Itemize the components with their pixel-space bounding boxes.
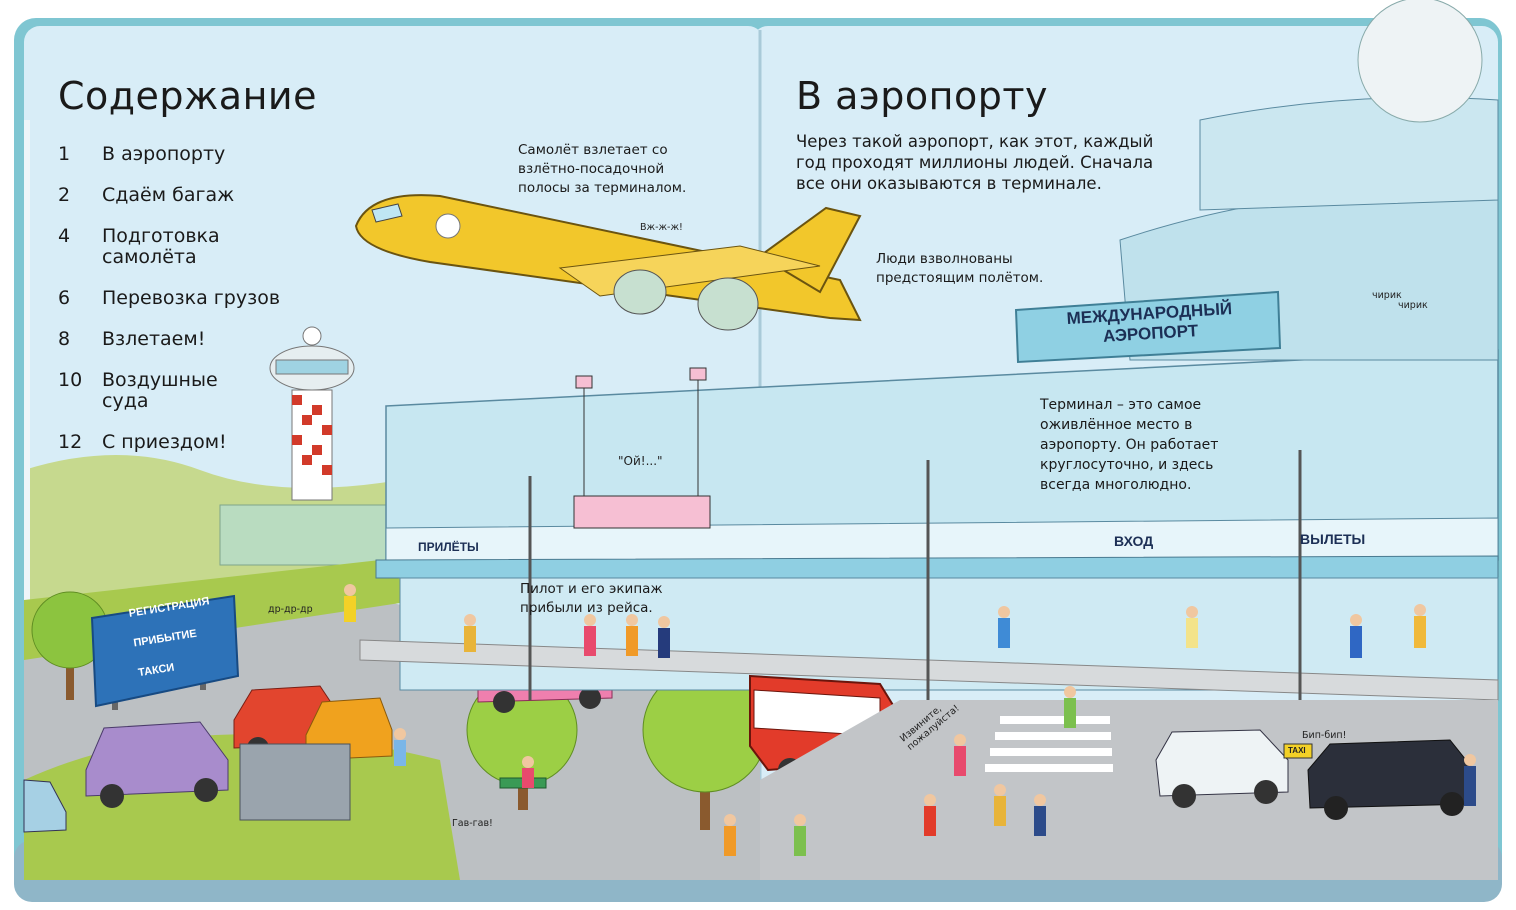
billboard [239,743,351,821]
toc-item[interactable]: 4 Подготовка самолёта [58,226,238,268]
tree [31,591,109,700]
sfx-workers: "Ой!..." [618,454,663,468]
toc-item[interactable]: 12 С приездом! [58,432,318,453]
sfx-dog: Гав-гав! [452,818,493,829]
toc-item-label: В аэропорту [102,143,226,165]
terminal-caption: Терминал – это самое оживлённое место в … [1040,397,1219,493]
toc-item[interactable]: 6 Перевозка грузов [58,288,318,309]
car-black [1307,739,1475,820]
control-tower [269,326,355,501]
toc-item[interactable]: 10 Воздушные суда [58,370,318,412]
sfx-horn: Бип-бип! [1302,730,1347,741]
page-title: В аэропорту [796,74,1048,118]
toc-item-label: Взлетаем! [102,328,206,350]
sfx-mower: др-др-др [268,604,313,615]
toc-item-number: 2 [58,184,71,206]
toc-item[interactable]: 2 Сдаём багаж [58,185,318,206]
toc-item-number: 1 [58,143,71,165]
people-caption: Люди взволнованы предстоящим полётом. [876,251,1044,286]
yellow-plane [354,194,862,331]
car-white [1155,729,1289,808]
airport-sign-board [1014,290,1282,364]
toc-item-number: 10 [58,369,83,391]
intro-text: Через такой аэропорт, как этот, каждый г… [796,132,1154,193]
departures-sign: ВЫЛЕТЫ [1300,531,1366,547]
toc-item[interactable]: 8 Взлетаем! [58,329,318,350]
toc-item-label: Сдаём багаж [102,184,235,206]
sfx-birds: чирик [1372,290,1402,301]
toc-item-label: С приездом! [102,431,227,453]
crew-caption: Пилот и его экипаж прибыли из рейса. [520,581,663,616]
crosswalk [985,716,1113,772]
car-blue-edge [23,779,67,833]
window-cleaning-cradle [573,367,711,529]
sfx-birds: чирик [1398,300,1428,311]
toc-item-number: 6 [58,287,71,309]
toc-item-number: 8 [58,328,71,350]
plane-caption: Самолёт взлетает со взлётно-посадочной п… [518,142,687,196]
people [344,584,1476,856]
toc-item[interactable]: 1 В аэропорту [58,144,318,165]
toc-item-label: Воздушные суда [102,369,218,412]
taxi-sign-board [1283,743,1313,759]
toc-item-label: Подготовка самолёта [102,225,220,268]
direction-sign [90,594,240,710]
car-purple [85,721,229,808]
toc-item-number: 4 [58,225,71,247]
toc-title: Содержание [58,74,317,118]
toc-item-number: 12 [58,431,83,453]
taxi-sign: TAXI [1288,746,1306,755]
arrivals-sign: ПРИЛЁТЫ [418,540,479,554]
toc-list: 1 В аэропорту 2 Сдаём багаж 4 Подготовка… [58,144,318,473]
toc-item-label: Перевозка грузов [102,287,281,309]
sfx-plane: Вж-ж-ж! [640,222,683,233]
entrance-sign: ВХОД [1114,533,1154,549]
